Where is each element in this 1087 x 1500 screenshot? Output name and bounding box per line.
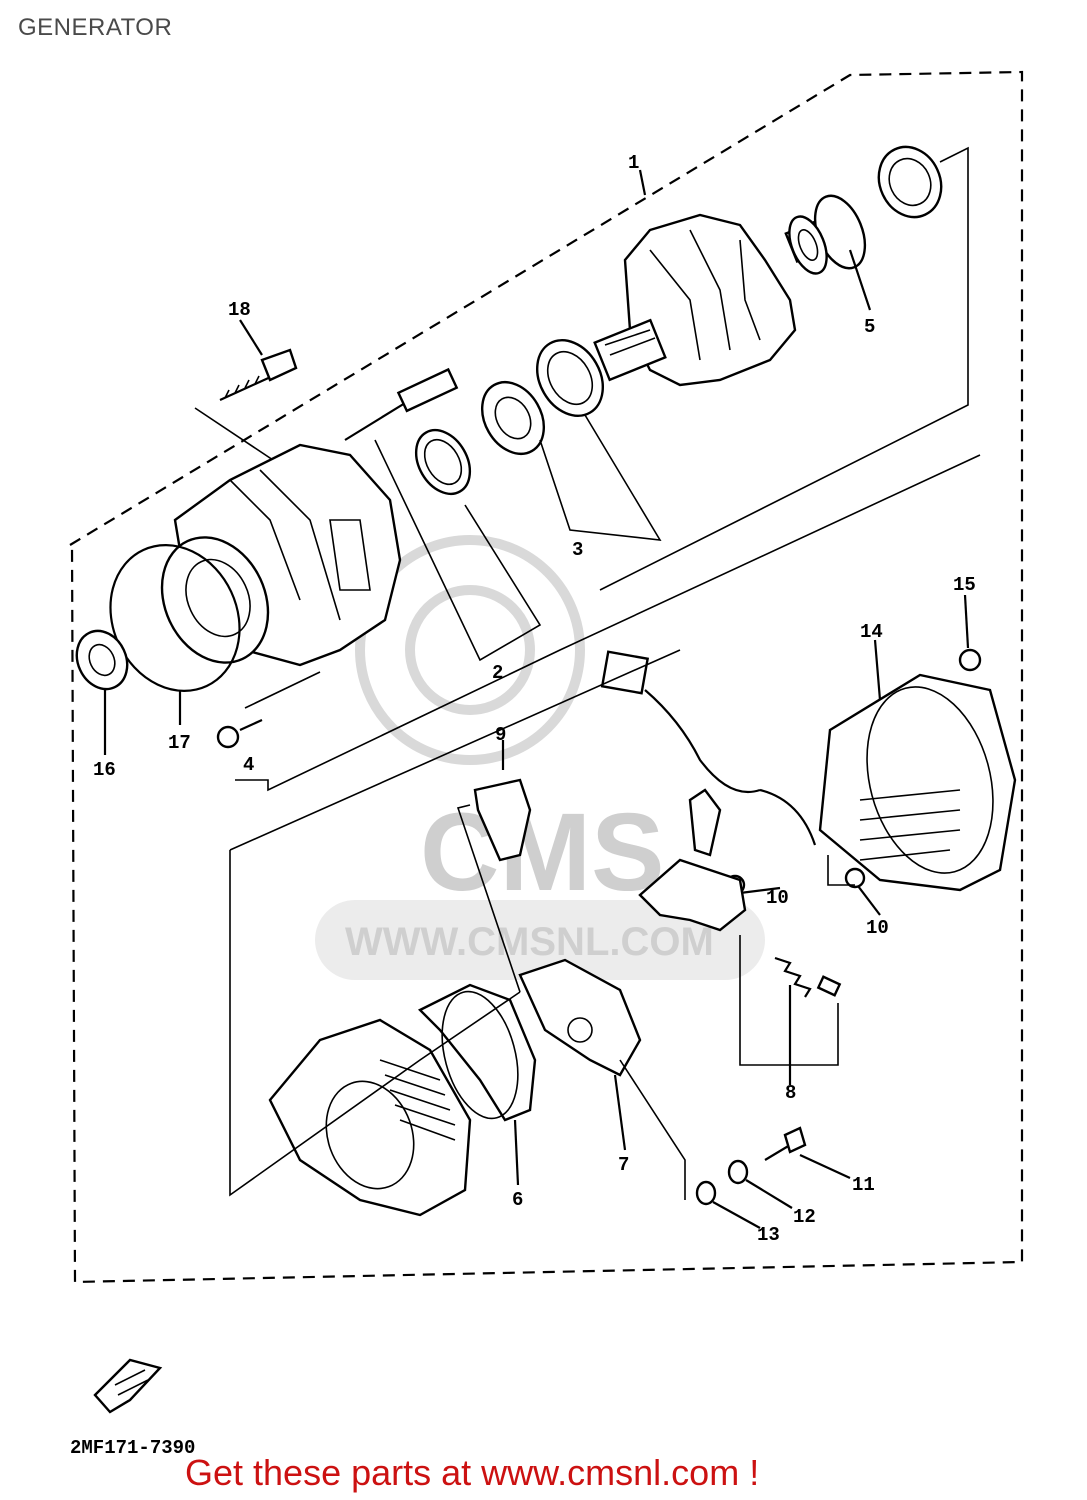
seal-16 (75, 629, 129, 691)
screw-4 (216, 718, 263, 749)
callout-18: 18 (228, 299, 251, 321)
rotor-assembly (593, 194, 867, 387)
assembly-boundary (69, 70, 1024, 1284)
washer-12 (727, 1159, 749, 1185)
callout-8: 8 (785, 1082, 796, 1104)
bearing-plate (536, 339, 604, 417)
front-housing (160, 443, 402, 667)
brush-holder (638, 788, 747, 932)
callout-7: 7 (618, 1154, 629, 1176)
screw-11 (764, 1126, 807, 1161)
callout-16: 16 (93, 759, 116, 781)
bolt-18 (219, 348, 298, 402)
diagram-part-code: 2MF171-7390 (70, 1437, 196, 1459)
callout-9: 9 (495, 724, 506, 746)
rear-cover (818, 673, 1017, 892)
regulator (518, 958, 642, 1077)
watermark: CMS WWW.CMSNL.COM (315, 535, 765, 980)
callout-13: 13 (757, 1224, 780, 1246)
promo-link[interactable]: Get these parts at www.cmsnl.com ! (185, 1452, 760, 1493)
watermark-brand: CMS (420, 791, 664, 914)
callout-11: 11 (852, 1174, 875, 1196)
callout-4: 4 (243, 754, 254, 776)
screw-10b (844, 867, 866, 889)
washer-13 (695, 1180, 717, 1206)
front-direction-icon (93, 1358, 163, 1414)
brush (816, 975, 842, 997)
connector-9 (473, 778, 532, 862)
callout-5: 5 (864, 316, 875, 338)
callout-14: 14 (860, 621, 883, 643)
callout-1: 1 (628, 152, 639, 174)
watermark-url: WWW.CMSNL.COM (345, 920, 714, 964)
callout-6: 6 (512, 1189, 523, 1211)
callout-17: 17 (168, 732, 191, 754)
callout-2: 2 (492, 662, 503, 684)
spring (774, 956, 812, 998)
bearing (480, 381, 546, 455)
stator (417, 983, 537, 1122)
callout-3: 3 (572, 539, 583, 561)
callout-15: 15 (953, 574, 976, 596)
callout-10a: 10 (766, 887, 789, 909)
wiring-harness (600, 650, 817, 846)
nut-15 (958, 648, 982, 672)
o-ring-small (414, 429, 472, 495)
rear-housing (268, 1018, 472, 1217)
callout-12: 12 (793, 1206, 816, 1228)
callout-10b: 10 (866, 917, 889, 939)
page-title: GENERATOR (18, 14, 173, 41)
long-bolt (344, 367, 459, 441)
seal-part (877, 145, 943, 219)
